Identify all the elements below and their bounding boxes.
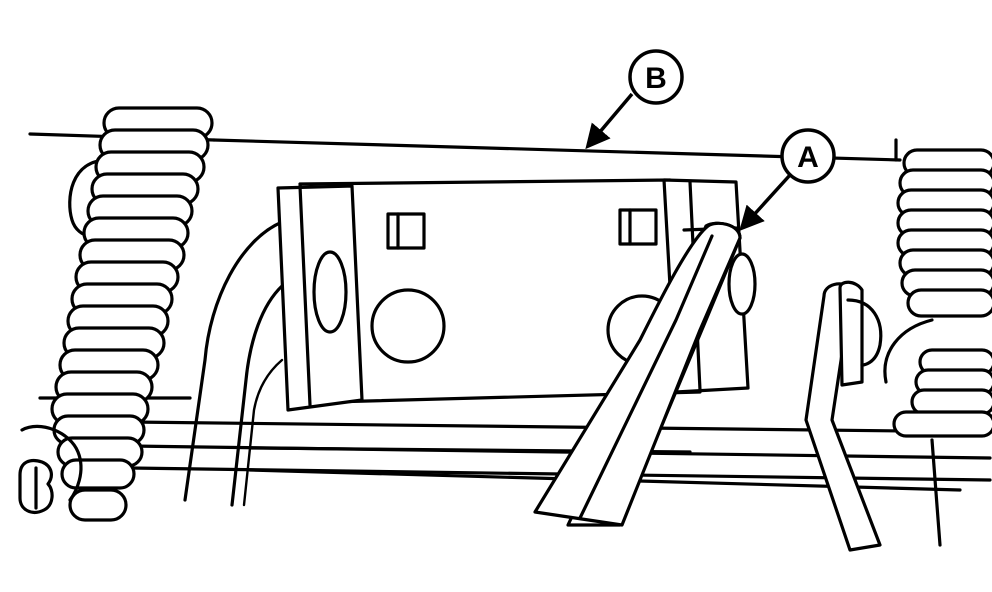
right-spring bbox=[883, 138, 992, 547]
right-lever bbox=[533, 221, 757, 527]
callout-b: B bbox=[585, 49, 684, 150]
bracket-plate bbox=[276, 178, 750, 412]
callout-a-label: A bbox=[797, 141, 819, 174]
left-lever-rod bbox=[183, 220, 284, 507]
square-hole-left bbox=[386, 212, 426, 250]
callout-a: A bbox=[739, 128, 836, 232]
right-small-bar bbox=[804, 280, 883, 552]
round-hole-left bbox=[370, 288, 446, 364]
callout-b-label: B bbox=[645, 62, 667, 95]
slot-hole-left bbox=[312, 250, 348, 334]
square-hole-right bbox=[618, 208, 658, 246]
left-spring bbox=[18, 106, 214, 522]
cable-end-a bbox=[727, 252, 757, 316]
